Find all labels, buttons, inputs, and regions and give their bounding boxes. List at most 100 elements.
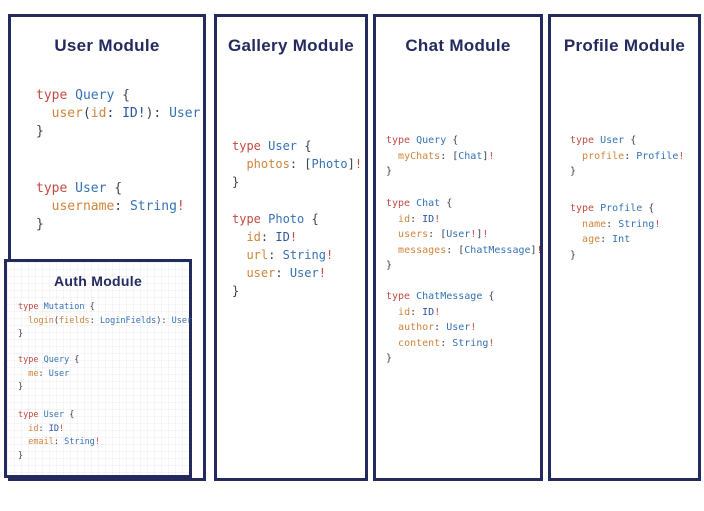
code-token: ! [488,337,495,349]
code-token [18,369,28,379]
code-line: user(id: ID!): User [36,105,201,123]
code-token: ! [59,423,65,434]
code-token: String [64,437,95,447]
code-token: Query [75,88,115,103]
code-token: type [18,410,44,420]
code-block: type User { id: ID! email: String!} [18,409,100,463]
code-line: } [18,328,192,342]
code-token: } [18,450,24,461]
code-token: ! [318,266,326,280]
code-token: } [570,166,577,177]
code-line: type User { [36,180,185,198]
code-token: } [36,124,44,139]
code-line: me: User [18,368,79,382]
code-line: username: String! [36,198,185,216]
code-token: : [ [446,244,465,256]
code-token: ! [289,230,298,244]
code-block: type Photo { id: ID! url: String! user: … [232,210,333,300]
code-token: User [446,229,471,240]
code-line: id: ID! [386,212,543,228]
code-block: type Query { myChats: [Chat]!} [386,133,494,180]
code-line: type ChatMessage { [386,289,494,305]
code-line: type Chat { [386,196,543,212]
code-token: username [51,199,115,214]
code-token: ! [94,437,100,447]
code-token: : [ [289,157,312,171]
code-token: ID! [122,106,146,121]
code-token: } [18,329,24,339]
code-token: User [268,139,298,153]
code-token: User [43,410,65,420]
code-token: ! [470,229,477,240]
code-token: ID [422,213,435,225]
code-token [386,245,398,256]
code-token: type [232,212,269,226]
code-token: { [482,291,495,302]
code-token: } [36,217,44,232]
code-token [386,322,398,333]
code-token: : [410,213,423,225]
code-token: type [18,355,44,365]
code-line: messages: [ChatMessage]! [386,243,543,259]
code-token: id [398,306,411,318]
code-token: ! [354,157,363,171]
code-token: type [570,203,601,214]
code-token: id [28,423,39,434]
code-token: id [90,106,107,121]
code-token: Profile [600,203,643,214]
code-token: ! [678,150,685,162]
code-token [36,199,52,214]
code-token: ] [347,157,355,171]
code-token: ! [434,306,441,318]
code-token: : [268,248,283,262]
code-line: name: String! [570,217,660,233]
code-token [386,338,398,349]
code-line: login(fields: LoginFields): User [18,315,192,329]
code-token: String [452,337,489,349]
code-token: { [114,88,130,103]
code-token: : [ [440,150,459,162]
code-token [570,219,582,230]
code-token [386,229,398,240]
code-line: email: String! [18,436,100,450]
code-token: Mutation [43,302,85,312]
code-token: profile [582,150,625,162]
code-token [570,151,582,162]
code-line: } [232,282,333,300]
code-line: photos: [Photo]! [232,155,362,173]
module-title: Auth Module [53,273,143,289]
panel-auth-module: Auth Module type Mutation { login(fields… [4,259,192,478]
code-line: type Profile { [570,201,660,217]
code-line: type Photo { [232,210,333,228]
code-token: User [169,106,201,121]
code-token: } [386,353,393,364]
code-token: myChats [398,150,441,162]
code-token: ): [156,315,172,326]
code-token [232,248,246,262]
code-token: id [398,213,411,225]
code-token: Query [416,135,447,146]
code-line: type Mutation { [18,301,192,315]
code-token [386,151,398,162]
code-line: id: ID! [18,423,100,437]
module-title: User Module [54,36,160,55]
code-line: type User { [232,137,362,155]
code-token: ! [654,218,661,230]
code-block: type Query { me: User} [18,354,79,395]
code-line: age: Int [570,232,660,248]
code-line: } [36,216,185,234]
code-token: String [618,218,655,230]
code-token: : [106,106,123,121]
code-token: Photo [311,157,348,171]
code-token: ! [325,248,334,262]
code-line: id: ID! [386,305,494,321]
code-token: { [64,410,75,420]
code-line: } [18,450,100,464]
code-token: } [232,284,240,298]
panel-profile-module: Profile Module type User { profile: Prof… [548,14,701,481]
code-line: myChats: [Chat]! [386,149,494,165]
code-token: : [260,230,276,244]
code-token: { [304,212,319,226]
code-token: ] [476,229,483,240]
code-token: : [ [428,229,447,240]
